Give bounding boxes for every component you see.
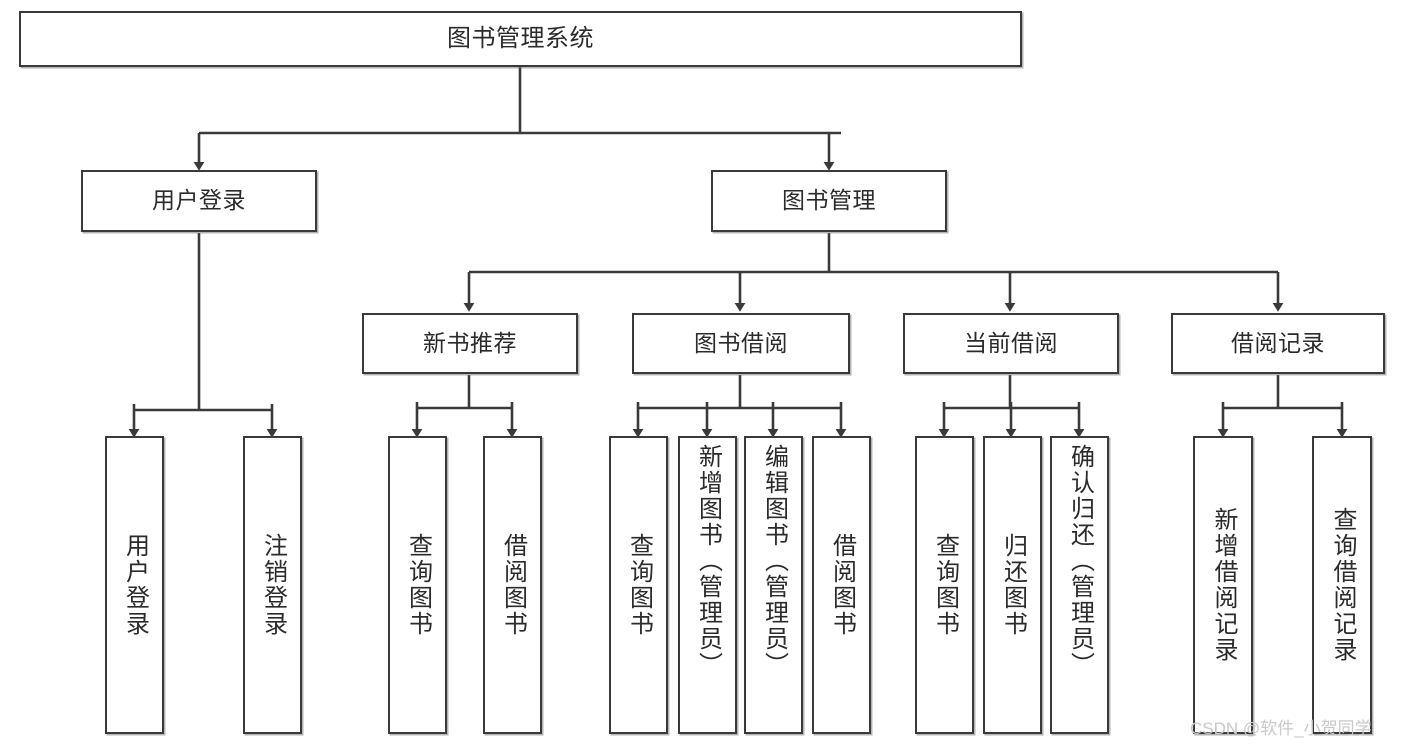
node-user-login-label: 用户登录 bbox=[152, 187, 246, 214]
node-leaf-borrow-book-2[interactable]: 借阅图书 bbox=[812, 436, 871, 734]
node-leaf-add-book-label: 新增图书（管理员） bbox=[694, 444, 722, 678]
node-leaf-user-logout[interactable]: 注销登录 bbox=[243, 436, 302, 734]
node-root-label: 图书管理系统 bbox=[447, 24, 594, 52]
node-leaf-add-record-label: 新增借阅记录 bbox=[1210, 507, 1237, 663]
node-leaf-confirm-return[interactable]: 确认归还（管理员） bbox=[1050, 436, 1109, 734]
node-leaf-query-book-1-label: 查询图书 bbox=[404, 533, 432, 637]
node-current-borrow-label: 当前借阅 bbox=[964, 329, 1058, 356]
node-leaf-query-book-3-label: 查询图书 bbox=[931, 533, 959, 637]
node-book-manage-label: 图书管理 bbox=[782, 187, 876, 214]
node-leaf-query-record[interactable]: 查询借阅记录 bbox=[1312, 436, 1372, 734]
node-leaf-borrow-book-2-label: 借阅图书 bbox=[828, 533, 856, 637]
node-borrow-record-label: 借阅记录 bbox=[1231, 329, 1325, 356]
node-leaf-user-logout-label: 注销登录 bbox=[259, 533, 287, 637]
node-leaf-add-book[interactable]: 新增图书（管理员） bbox=[678, 436, 737, 734]
node-leaf-borrow-book-1-label: 借阅图书 bbox=[499, 533, 527, 637]
node-current-borrow[interactable]: 当前借阅 bbox=[903, 313, 1119, 374]
node-user-login[interactable]: 用户登录 bbox=[81, 170, 317, 232]
node-borrow-record[interactable]: 借阅记录 bbox=[1171, 313, 1385, 374]
node-leaf-query-book-2[interactable]: 查询图书 bbox=[609, 436, 668, 734]
node-root[interactable]: 图书管理系统 bbox=[19, 11, 1022, 67]
node-leaf-user-login-label: 用户登录 bbox=[121, 533, 149, 637]
node-book-manage[interactable]: 图书管理 bbox=[711, 170, 947, 232]
node-leaf-query-record-label: 查询借阅记录 bbox=[1329, 507, 1356, 663]
node-leaf-borrow-book-1[interactable]: 借阅图书 bbox=[483, 436, 542, 734]
node-leaf-user-login[interactable]: 用户登录 bbox=[105, 436, 164, 734]
node-book-borrow[interactable]: 图书借阅 bbox=[632, 313, 850, 374]
node-leaf-query-book-3[interactable]: 查询图书 bbox=[915, 436, 974, 734]
node-leaf-edit-book-label: 编辑图书（管理员） bbox=[760, 444, 788, 678]
node-new-book-recommend[interactable]: 新书推荐 bbox=[362, 313, 578, 374]
node-new-book-recommend-label: 新书推荐 bbox=[423, 329, 517, 356]
node-leaf-edit-book[interactable]: 编辑图书（管理员） bbox=[744, 436, 803, 734]
node-leaf-query-book-2-label: 查询图书 bbox=[625, 533, 653, 637]
node-leaf-confirm-return-label: 确认归还（管理员） bbox=[1066, 444, 1094, 678]
node-book-borrow-label: 图书借阅 bbox=[694, 329, 788, 356]
node-leaf-query-book-1[interactable]: 查询图书 bbox=[388, 436, 447, 734]
node-leaf-return-book[interactable]: 归还图书 bbox=[983, 436, 1042, 734]
node-leaf-return-book-label: 归还图书 bbox=[999, 533, 1027, 637]
node-leaf-add-record[interactable]: 新增借阅记录 bbox=[1193, 436, 1253, 734]
csdn-watermark: CSDN @软件_小贺同学 bbox=[1190, 719, 1372, 738]
